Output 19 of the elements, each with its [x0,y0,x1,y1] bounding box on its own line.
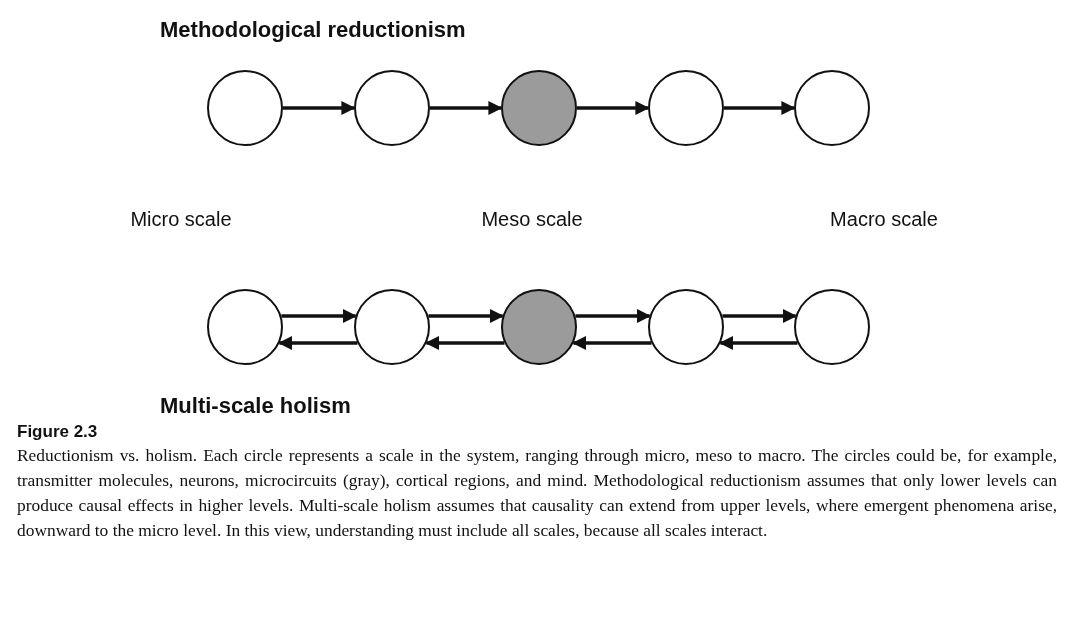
arrow [575,309,652,323]
scale-label: Macro scale [830,207,938,231]
arrow [281,309,358,323]
arrow [724,101,796,115]
arrow [430,101,503,115]
scale-label: Micro scale [130,207,232,231]
section-heading: Multi-scale holism [160,393,351,419]
arrow [722,309,798,323]
arrow [425,336,505,350]
scale-label: Meso scale [481,207,583,231]
arrow [719,336,798,350]
caption: Reductionism vs. holism. Each circle represents a scale in the system, ranging through micro, meso to macro. The circles could be, for example, transmitter molecules, neurons, microcircuits (gray), cortical regions, and mind. Methodological reductionism assumes that only lower levels can produce causal effects in higher levels. Multi-scale holism assumes that causality can extend from upper levels, where emergent phenomena arise, downward to the micro level. In this view, understanding must include all scales, because all scales interact. [17,444,1057,542]
diagram-title: Methodological reductionism [160,17,466,43]
arrow [428,309,505,323]
arrow [572,336,652,350]
arrow [283,101,356,115]
arrow [278,336,358,350]
figure-number: Figure 2.3 [17,422,98,442]
arrow [577,101,650,115]
